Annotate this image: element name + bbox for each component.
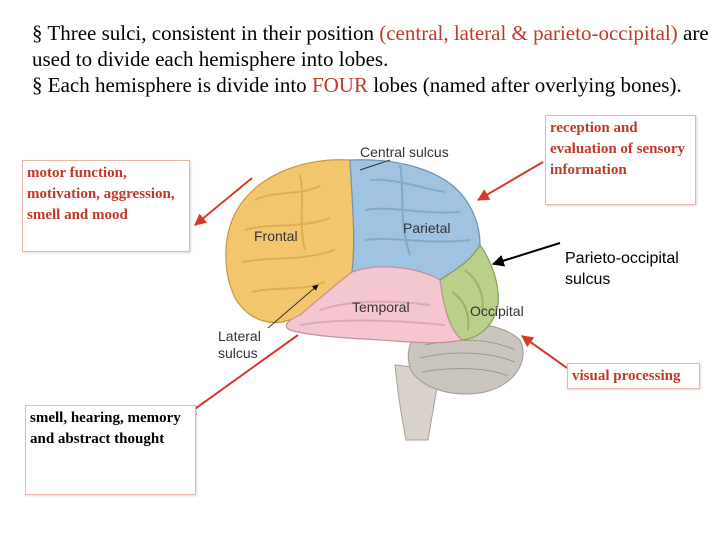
arrow-parietal bbox=[476, 161, 544, 201]
bullet-list: § Three sulci, consistent in their posit… bbox=[32, 20, 712, 98]
central-sulcus-label: Central sulcus bbox=[360, 144, 449, 160]
bullet-marker: § bbox=[32, 73, 43, 97]
parieto-occipital-label: Parieto-occipital sulcus bbox=[565, 250, 679, 288]
bullet-highlight: FOUR bbox=[311, 73, 368, 97]
bullet-text: lobes (named after overlying bones). bbox=[373, 73, 682, 97]
arrow-parieto-occipital bbox=[491, 242, 561, 267]
temporal-label: Temporal bbox=[352, 299, 410, 315]
bullet-highlight: (central, lateral & parieto-occipital) bbox=[379, 21, 678, 45]
temporal-function-callout: smell, hearing, memory and abstract thou… bbox=[25, 405, 196, 495]
arrow-occipital bbox=[521, 335, 568, 369]
arrow-temporal bbox=[184, 334, 299, 417]
lateral-sulcus-label: Lateral sulcus bbox=[218, 328, 261, 361]
bullet-item: § Three sulci, consistent in their posit… bbox=[32, 20, 712, 72]
parietal-function-callout: reception and evaluation of sensory info… bbox=[545, 115, 696, 205]
lateral-sulcus-pointer bbox=[267, 284, 319, 329]
temporal-gyri bbox=[299, 300, 446, 326]
frontal-function-callout: motor function, motivation, aggression, … bbox=[22, 160, 190, 252]
occipital-label: Occipital bbox=[470, 303, 524, 319]
occipital-gyri bbox=[451, 269, 484, 331]
bullet-marker: § bbox=[32, 21, 43, 45]
parietal-label: Parietal bbox=[403, 220, 451, 236]
bullet-text: Each hemisphere is divide into bbox=[47, 73, 307, 97]
bullet-text: Three sulci, consistent in their positio… bbox=[47, 21, 374, 45]
bullet-text: are used to divide each hemisphere into … bbox=[32, 21, 709, 71]
frontal-gyri bbox=[241, 174, 336, 293]
arrow-frontal bbox=[194, 177, 253, 226]
frontal-label: Frontal bbox=[254, 228, 298, 244]
occipital-function-callout: visual processing bbox=[567, 363, 700, 389]
parietal-gyri bbox=[364, 164, 471, 256]
central-sulcus-pointer bbox=[359, 159, 391, 171]
bullet-item: § Each hemisphere is divide into FOUR lo… bbox=[32, 72, 712, 98]
